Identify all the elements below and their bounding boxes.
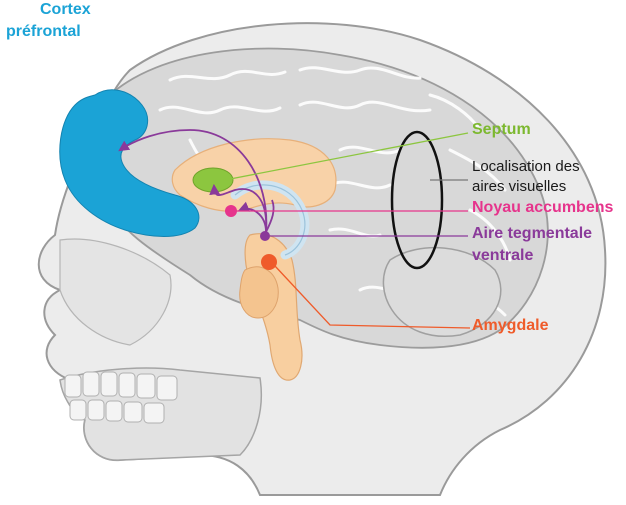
label-vta-line1: Aire tegmentale [472,224,592,244]
label-visual-line2: aires visuelles [472,177,566,196]
label-cortex-line1: Cortex [40,0,91,20]
amygdala-region [261,254,277,270]
vta-region [260,231,270,241]
label-cortex-line2: préfrontal [6,22,81,42]
label-visual-line1: Localisation des [472,157,580,176]
label-septum: Septum [472,120,531,140]
label-accumbens: Noyau accumbens [472,198,613,218]
label-amygdale: Amygdale [472,316,548,336]
pons [240,267,279,318]
accumbens-region [225,205,237,217]
label-vta-line2: ventrale [472,246,533,266]
